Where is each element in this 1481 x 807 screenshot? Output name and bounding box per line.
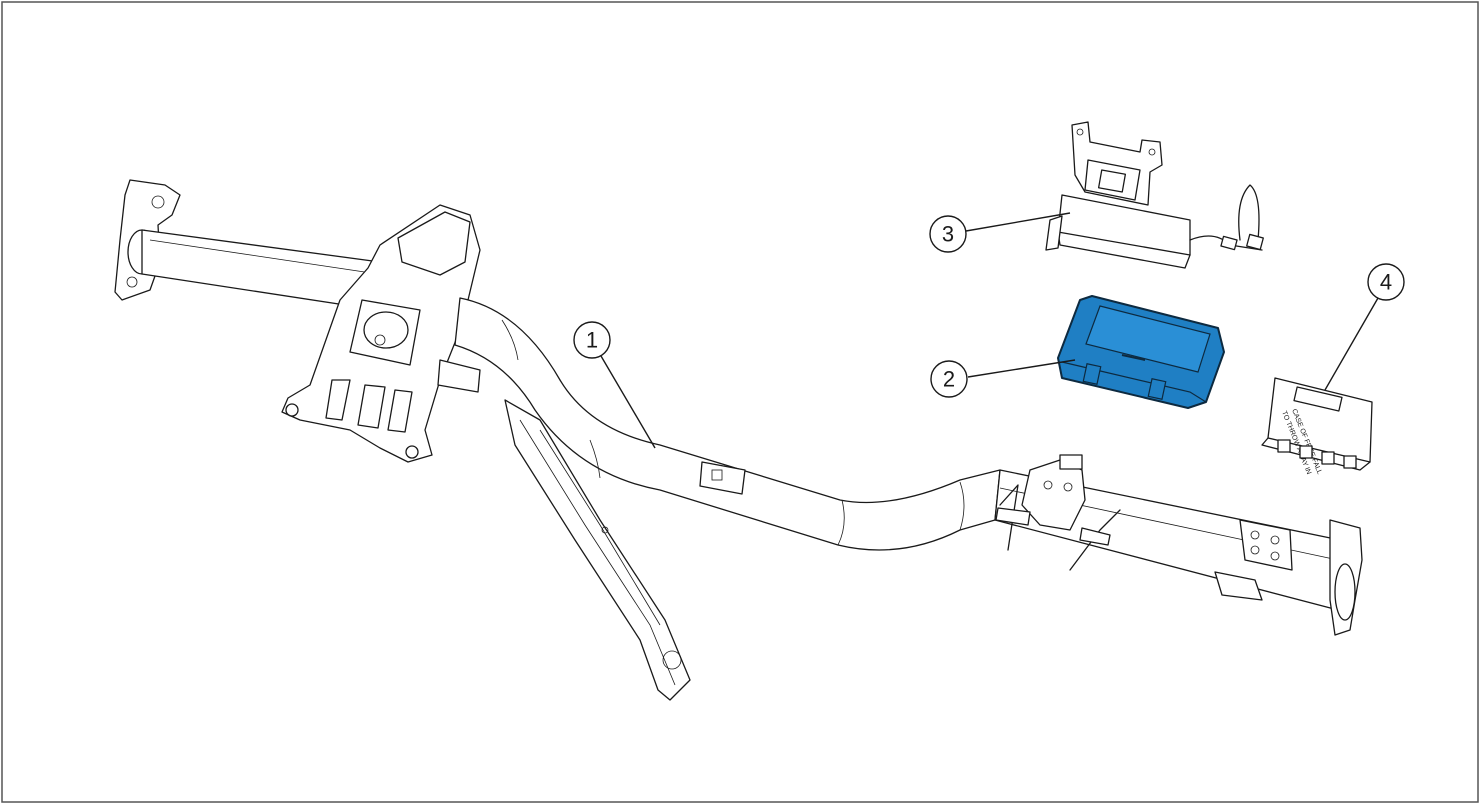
callout-4-circle xyxy=(1367,263,1405,301)
callout-3: 3 xyxy=(929,212,1071,253)
steering-column-bracket xyxy=(281,204,481,463)
callout-4-label: 4 xyxy=(1380,270,1392,295)
callout-3-circle xyxy=(929,215,967,253)
small-module: TO THROW AWAY IN CASE OF FREE FALL xyxy=(1261,377,1373,476)
callout-2-label: 2 xyxy=(943,367,955,392)
highlighted-module xyxy=(1057,295,1225,409)
callout-3-label: 3 xyxy=(942,222,954,247)
callout-4: 4 xyxy=(1324,263,1405,391)
callout-1-label: 1 xyxy=(586,328,598,353)
module-with-bracket xyxy=(1045,121,1264,269)
callout-1-circle xyxy=(573,321,611,359)
floor-brace xyxy=(504,399,691,701)
module-body xyxy=(1057,194,1191,256)
module-mounting-bracket xyxy=(1071,121,1163,206)
cross-car-beam xyxy=(114,179,1363,701)
callout-1: 1 xyxy=(573,321,656,449)
callout-2: 2 xyxy=(930,359,1076,398)
callout-2-circle xyxy=(930,360,968,398)
